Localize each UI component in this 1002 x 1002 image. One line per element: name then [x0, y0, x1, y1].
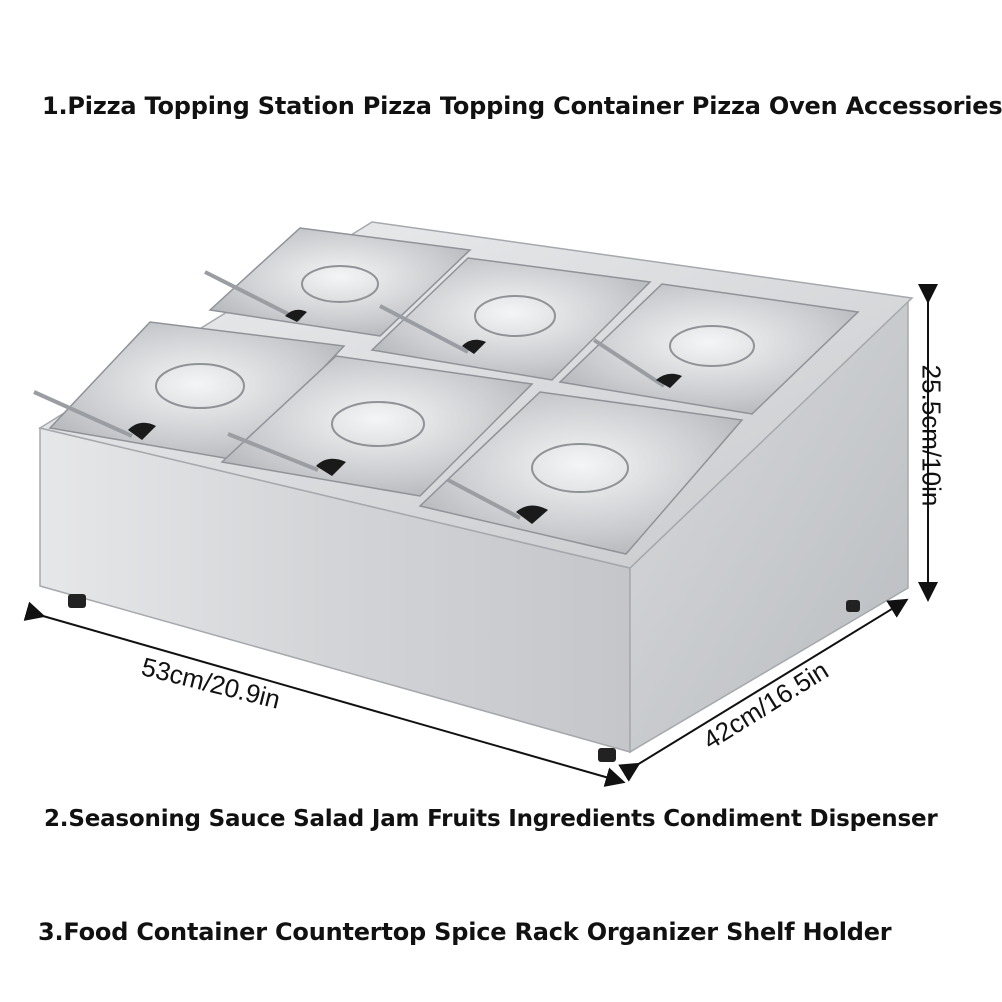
- pan-lids: [33, 227, 860, 555]
- caption-line-3: 3.Food Container Countertop Spice Rack O…: [38, 918, 892, 946]
- pan-lid-front-middle: [220, 355, 534, 497]
- caption-line-2: 2.Seasoning Sauce Salad Jam Fruits Ingre…: [44, 806, 938, 832]
- dimension-height-label: 25.5cm/10in: [916, 364, 947, 507]
- foot-right: [846, 600, 860, 612]
- pan-lid-back-middle: [370, 257, 652, 381]
- pan-lid-front-left: [33, 321, 346, 461]
- pan-lid-back-left: [204, 227, 472, 337]
- caption-line-1: 1.Pizza Topping Station Pizza Topping Co…: [42, 92, 1002, 120]
- width-arrow: [23, 601, 626, 787]
- depth-arrow: [618, 598, 909, 782]
- foot-left: [68, 594, 86, 608]
- pan-lid-back-right: [558, 283, 860, 415]
- foot-front: [598, 748, 616, 762]
- pan-lid-front-right: [418, 391, 744, 555]
